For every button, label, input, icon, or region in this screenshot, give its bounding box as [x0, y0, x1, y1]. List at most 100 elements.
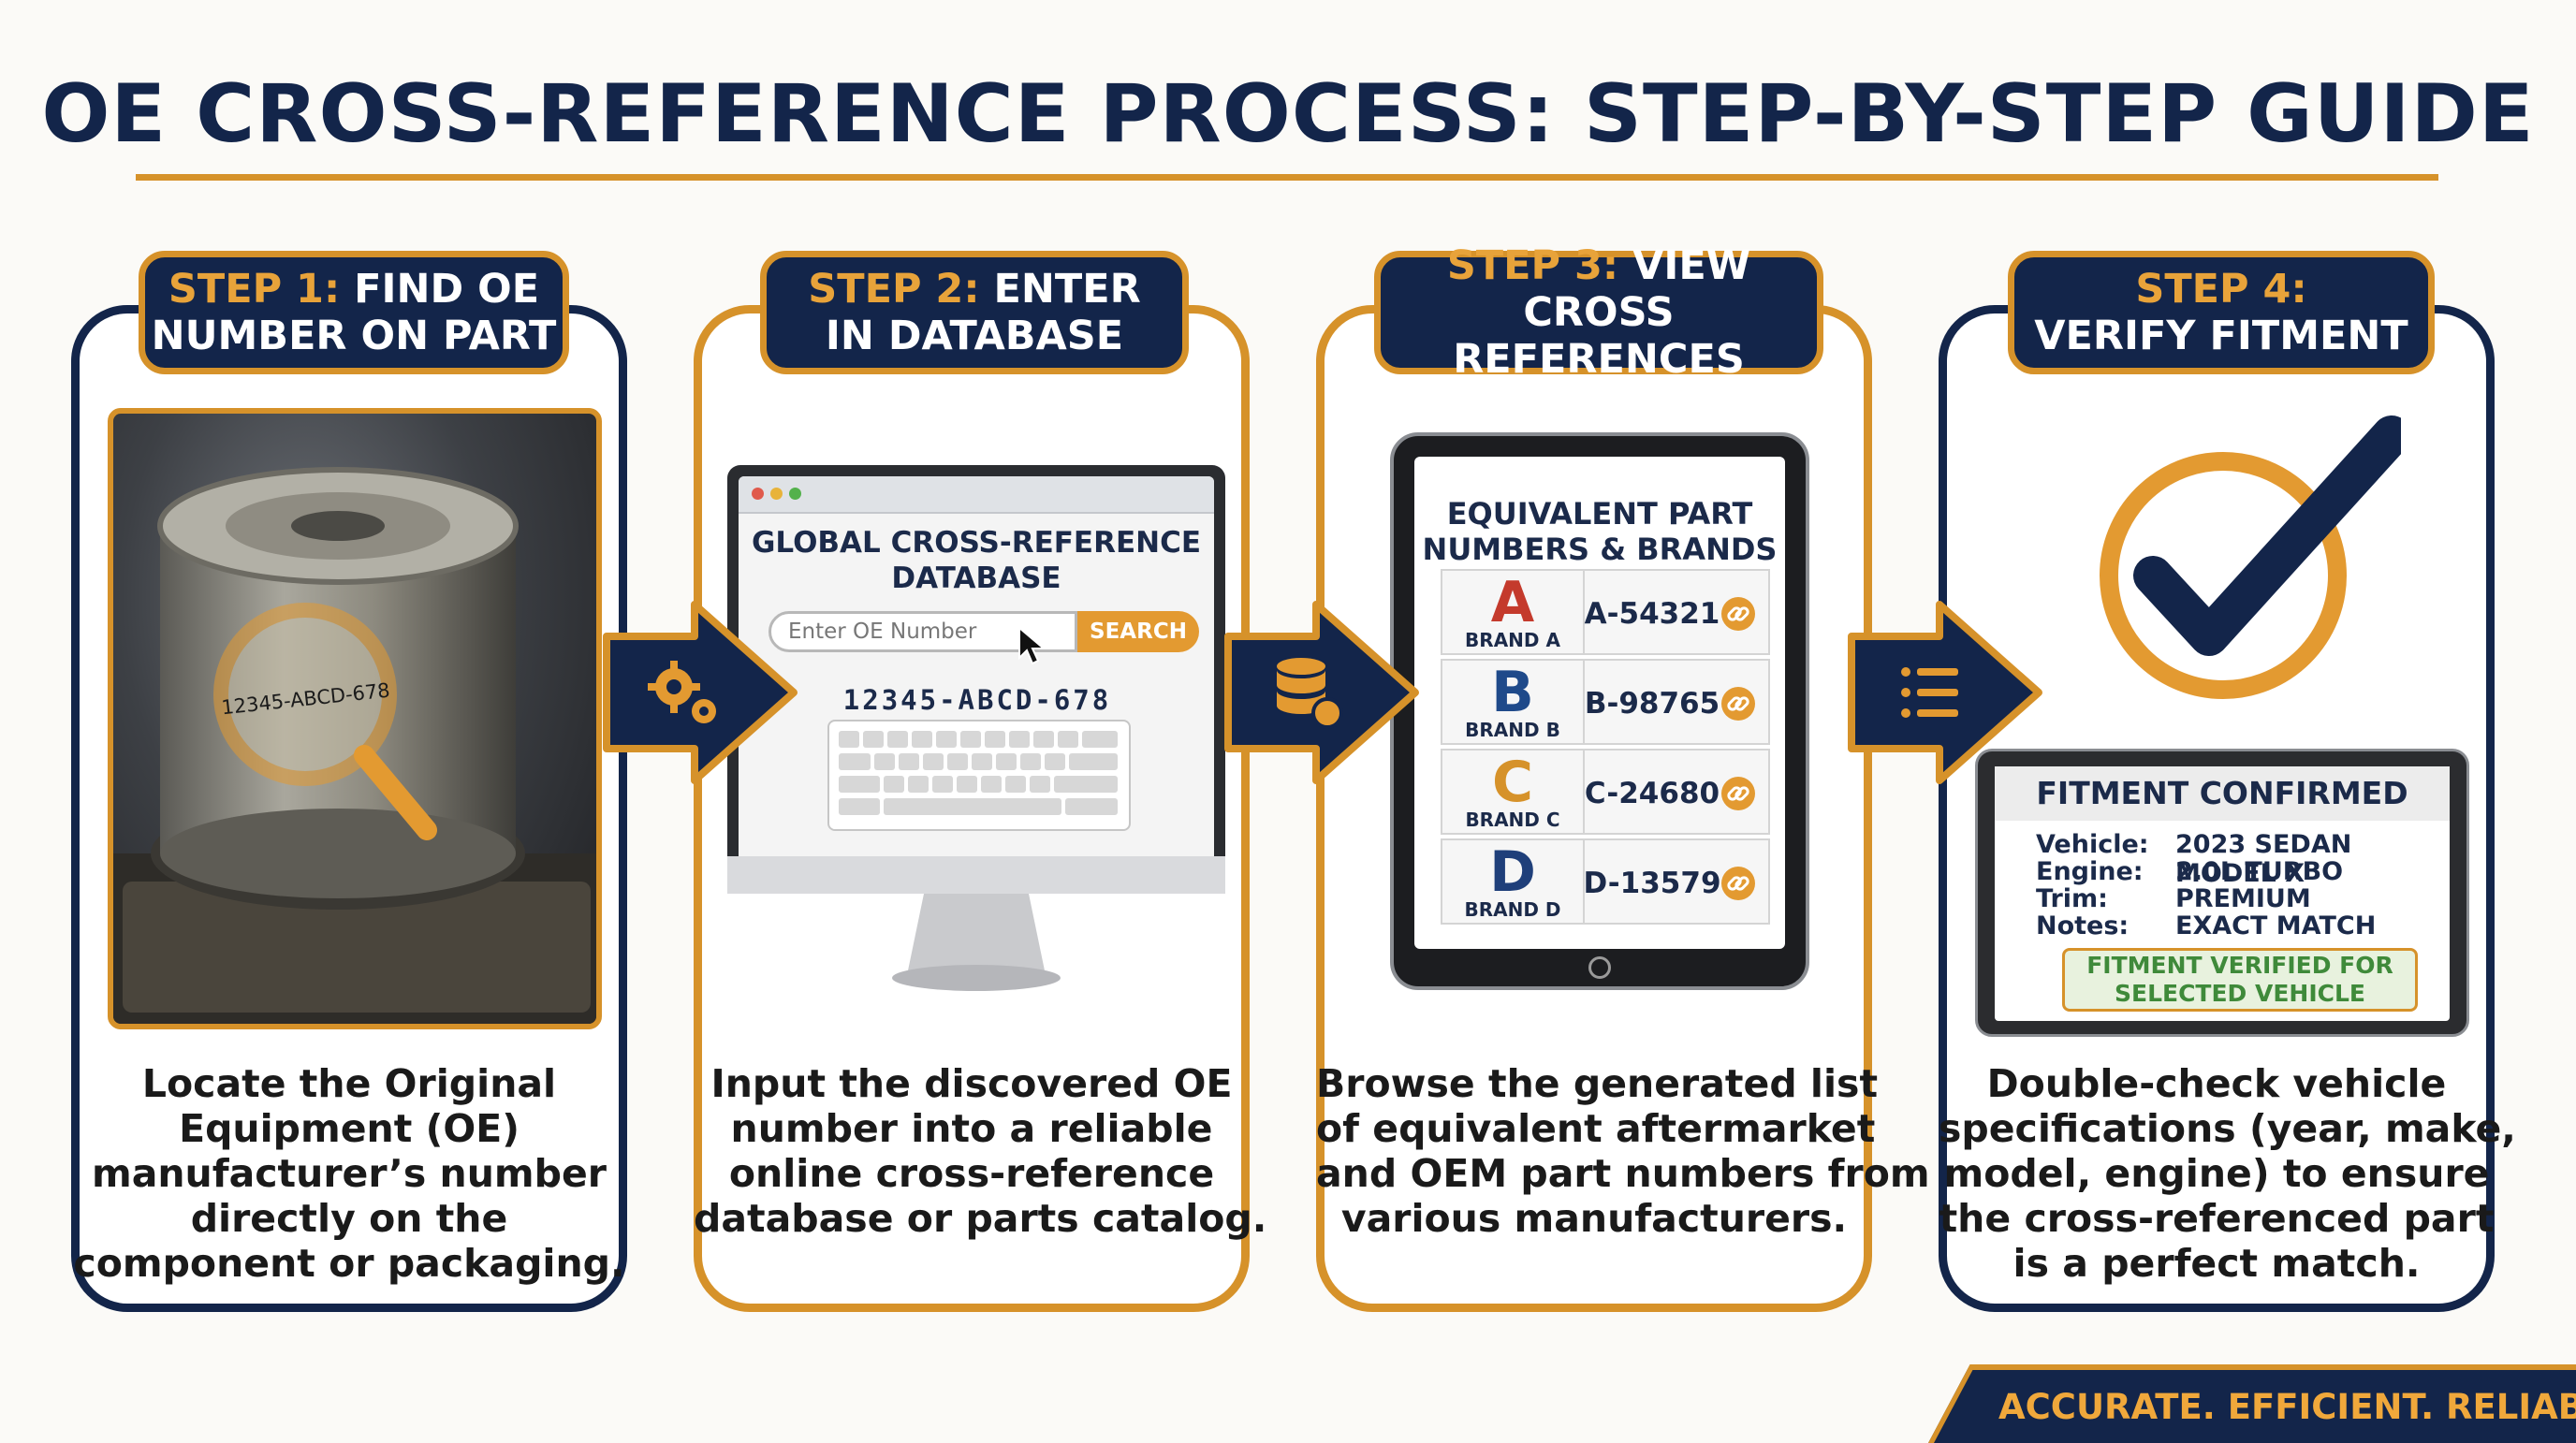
link-icon[interactable]: [1721, 777, 1755, 810]
step-1-desc-line: manufacturer’s number: [91, 1151, 607, 1196]
database-title-line2: DATABASE: [891, 561, 1061, 595]
search-button[interactable]: SEARCH: [1077, 611, 1199, 652]
title-underline: [136, 174, 2438, 181]
brand-logo-letter: D: [1489, 839, 1536, 905]
browser-bar: [739, 476, 1214, 514]
database-icon: [1277, 658, 1343, 729]
step-2-header: STEP 2: ENTER IN DATABASE: [760, 251, 1189, 374]
step-4-desc-line: model, engine) to ensure: [1943, 1151, 2490, 1196]
footer-tagline: ACCURATE. EFFICIENT. RELIABLE.: [1998, 1387, 2576, 1427]
brand-name: BRAND B: [1465, 719, 1560, 741]
fitment-engine-value: 2.0L TURBO: [2175, 857, 2344, 886]
brand-name: BRAND D: [1464, 898, 1561, 921]
entered-oe-number: 12345-ABCD-678: [842, 684, 1112, 716]
step-1-title-line2: NUMBER ON PART: [151, 313, 557, 359]
step-3-description: Browse the generated list of equivalent …: [1316, 1061, 1930, 1241]
step-3-desc-line: Browse the generated list: [1316, 1061, 1879, 1106]
database-title: GLOBAL CROSS-REFERENCE DATABASE: [739, 525, 1214, 596]
fitment-vehicle-label: Vehicle:: [2036, 830, 2149, 859]
database-title-line1: GLOBAL CROSS-REFERENCE: [751, 526, 1202, 560]
fitment-verified-badge: FITMENT VERIFIED FOR SELECTED VEHICLE: [2062, 948, 2418, 1012]
fitment-notes-label: Notes:: [2036, 911, 2130, 940]
list-icon: [1901, 667, 1958, 718]
check-mark-icon: [2100, 415, 2401, 699]
step-1-number: STEP 1:: [168, 266, 341, 313]
arrow-step1-to-step2: [603, 601, 798, 784]
step-4-desc-line: the cross-referenced part: [1939, 1196, 2495, 1241]
fitment-engine-label: Engine:: [2036, 857, 2144, 886]
fitment-badge-line1: FITMENT VERIFIED FOR: [2086, 952, 2393, 979]
step-3-desc-line: and OEM part numbers from: [1316, 1151, 1930, 1196]
step-1-title-line1: FIND OE: [354, 266, 540, 313]
browser-minimize-dot: [770, 488, 783, 500]
monitor-stand: [727, 856, 1225, 991]
fitment-trim-label: Trim:: [2036, 884, 2108, 913]
step-2-title-line1: ENTER: [993, 266, 1141, 313]
mouse-cursor-icon: [1018, 626, 1046, 665]
step-2-desc-line: online cross-reference: [728, 1151, 1215, 1196]
arrow-step2-to-step3: [1224, 601, 1419, 784]
fitment-panel: FITMENT CONFIRMED Vehicle: 2023 SEDAN MO…: [1975, 749, 2469, 1037]
step-4-header: STEP 4: VERIFY FITMENT: [2008, 251, 2435, 374]
browser-close-dot: [752, 488, 764, 500]
brand-divider: [1583, 840, 1585, 923]
brand-divider: [1583, 571, 1585, 653]
step-4-desc-line: specifications (year, make,: [1939, 1106, 2516, 1151]
step-2-number: STEP 2:: [808, 266, 980, 313]
equivalents-title-line2: NUMBERS & BRANDS: [1422, 532, 1778, 567]
step-1-desc-line: Equipment (OE): [179, 1106, 520, 1151]
page-title: OE CROSS-REFERENCE PROCESS: STEP-BY-STEP…: [41, 67, 2535, 161]
oil-filter-photo: 12345-ABCD-678: [108, 408, 602, 1029]
step-4-number: STEP 4:: [2135, 266, 2307, 313]
step-1-description: Locate the Original Equipment (OE) manuf…: [71, 1061, 627, 1286]
step-4-title-line2: VERIFY FITMENT: [2034, 313, 2408, 359]
step-1-desc-line: component or packaging.: [73, 1241, 625, 1286]
computer-monitor: GLOBAL CROSS-REFERENCE DATABASE Enter OE…: [727, 465, 1225, 991]
oil-filter-illustration: 12345-ABCD-678: [113, 467, 596, 1024]
step-4-desc-line: Double-check vehicle: [1986, 1061, 2447, 1106]
brand-logo-letter: C: [1491, 750, 1534, 815]
step-3-desc-line: of equivalent aftermarket: [1316, 1106, 1876, 1151]
link-icon[interactable]: [1721, 687, 1755, 721]
step-3-title-line1: VIEW: [1632, 242, 1751, 289]
brand-logo-letter: B: [1491, 660, 1534, 725]
fitment-notes-value: EXACT MATCH: [2175, 911, 2377, 940]
step-3-header: STEP 3: VIEW CROSS REFERENCES: [1374, 242, 1823, 383]
search-placeholder: Enter OE Number: [788, 619, 977, 644]
step-1-desc-line: Locate the Original: [141, 1061, 557, 1106]
brand-logo-letter: A: [1490, 570, 1535, 635]
step-2-description: Input the discovered OE number into a re…: [694, 1061, 1267, 1241]
fitment-vehicle-value: 2023 SEDAN MODEL X: [2175, 830, 2352, 888]
keyboard-icon: [827, 720, 1131, 831]
step-1-header: STEP 1: FIND OE NUMBER ON PART: [139, 251, 569, 374]
step-2-desc-line: database or parts catalog.: [694, 1196, 1267, 1241]
cross-reference-part-number: D-13579: [1583, 867, 1721, 900]
step-2-title-line2: IN DATABASE: [825, 313, 1124, 359]
fitment-title: FITMENT CONFIRMED: [1995, 766, 2450, 821]
cross-reference-part-number: B-98765: [1584, 687, 1720, 721]
step-4-desc-line: is a perfect match.: [2012, 1241, 2421, 1286]
arrow-step3-to-step4: [1848, 601, 2042, 784]
step-3-title-line2: CROSS REFERENCES: [1453, 289, 1745, 383]
link-icon[interactable]: [1721, 597, 1755, 631]
step-4-description: Double-check vehicle specifications (yea…: [1939, 1061, 2516, 1286]
tablet-home-button: [1588, 956, 1611, 979]
cross-reference-part-number: C-24680: [1584, 777, 1720, 810]
step-1-desc-line: directly on the: [190, 1196, 508, 1241]
step-2-desc-line: number into a reliable: [730, 1106, 1213, 1151]
equivalents-title-line1: EQUIVALENT PART: [1446, 496, 1753, 532]
fitment-badge-line2: SELECTED VEHICLE: [2114, 980, 2366, 1007]
brand-name: BRAND C: [1465, 809, 1560, 831]
brand-divider: [1583, 751, 1585, 833]
brand-divider: [1583, 661, 1585, 743]
brand-name: BRAND A: [1465, 629, 1560, 651]
fitment-trim-value: PREMIUM: [2175, 884, 2311, 913]
link-icon[interactable]: [1721, 867, 1755, 900]
equivalents-title: EQUIVALENT PART NUMBERS & BRANDS: [1414, 496, 1785, 567]
browser-maximize-dot: [789, 488, 801, 500]
